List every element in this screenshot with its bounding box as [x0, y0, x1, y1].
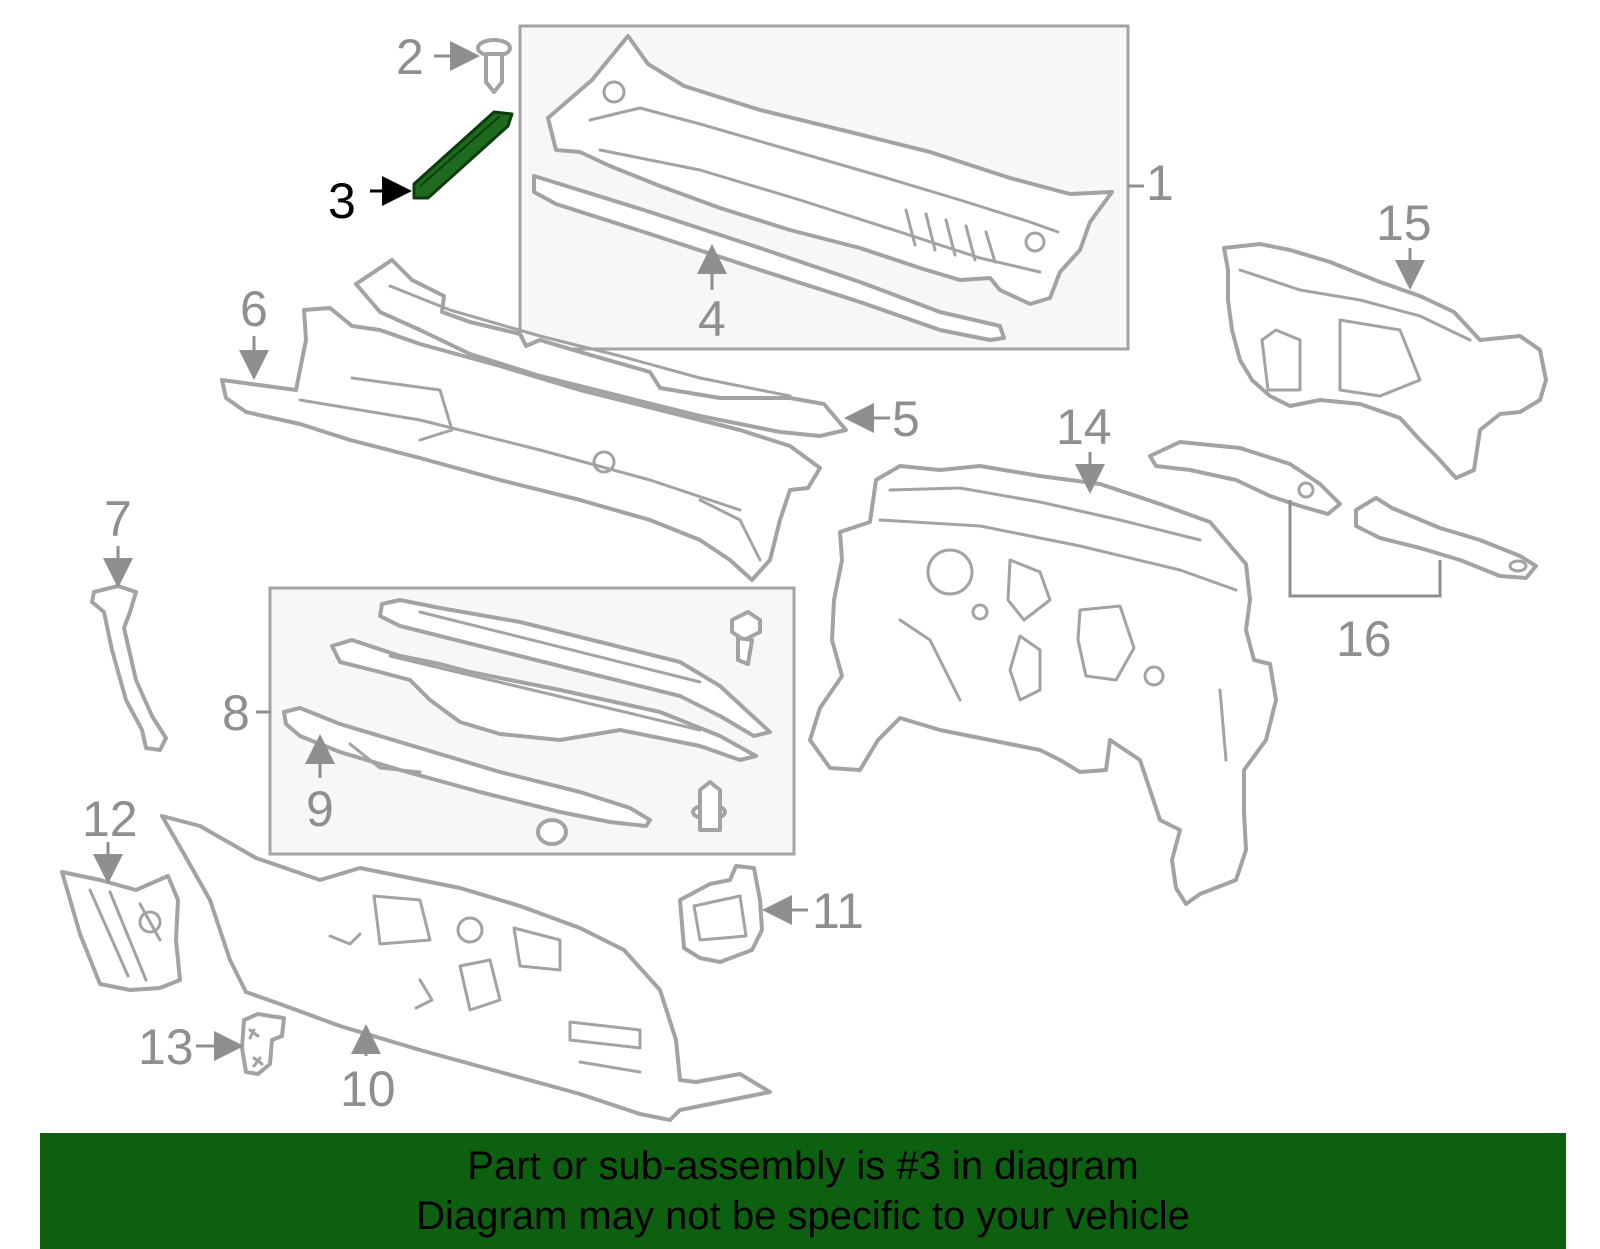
callout-15[interactable]: 15: [1376, 195, 1432, 251]
part-8-reinforcement[interactable]: [330, 598, 772, 762]
banner-line-1: Part or sub-assembly is #3 in diagram: [467, 1144, 1139, 1188]
leader-16: [1288, 500, 1442, 598]
part-16-bracket-lower[interactable]: [1354, 496, 1538, 580]
callout-2[interactable]: 2: [396, 29, 424, 85]
info-banner: Part or sub-assembly is #3 in diagram Di…: [40, 1133, 1566, 1249]
callout-5[interactable]: 5: [892, 391, 920, 447]
part-12-side-insulator[interactable]: [60, 870, 182, 992]
part-6-lower-cowl-panel[interactable]: [220, 306, 822, 582]
callout-3[interactable]: 3: [328, 173, 356, 229]
part-8-bolt[interactable]: [730, 610, 762, 666]
callout-16[interactable]: 16: [1336, 611, 1392, 667]
part-4-cowl-seal[interactable]: [532, 174, 1006, 342]
part-2-clip[interactable]: [476, 38, 512, 94]
callout-6[interactable]: 6: [240, 281, 268, 337]
callout-12[interactable]: 12: [82, 791, 138, 847]
part-10-dash-insulator[interactable]: [160, 814, 772, 1122]
callout-13[interactable]: 13: [138, 1019, 194, 1075]
part-7-bracket[interactable]: [90, 584, 168, 752]
callout-14[interactable]: 14: [1056, 399, 1112, 455]
part-3-seal-highlighted[interactable]: [412, 110, 514, 200]
part-14-dash-panel[interactable]: [808, 464, 1278, 906]
part-13-bracket[interactable]: [240, 1012, 286, 1076]
banner-line-2: Diagram may not be specific to your vehi…: [416, 1194, 1190, 1238]
callout-4[interactable]: 4: [698, 291, 726, 347]
part-16-bracket-upper[interactable]: [1148, 440, 1342, 516]
part-15-outer-insulator[interactable]: [1222, 242, 1548, 480]
callout-9[interactable]: 9: [306, 781, 334, 837]
callout-7[interactable]: 7: [104, 491, 132, 547]
callout-10[interactable]: 10: [340, 1061, 396, 1117]
part-1-cowl-vent-panel[interactable]: [546, 34, 1114, 306]
callout-11[interactable]: 11: [812, 883, 864, 939]
callout-8[interactable]: 8: [222, 685, 250, 741]
callout-1[interactable]: 1: [1146, 155, 1174, 211]
part-11-pad[interactable]: [678, 864, 764, 964]
part-8-clip[interactable]: [691, 780, 727, 832]
